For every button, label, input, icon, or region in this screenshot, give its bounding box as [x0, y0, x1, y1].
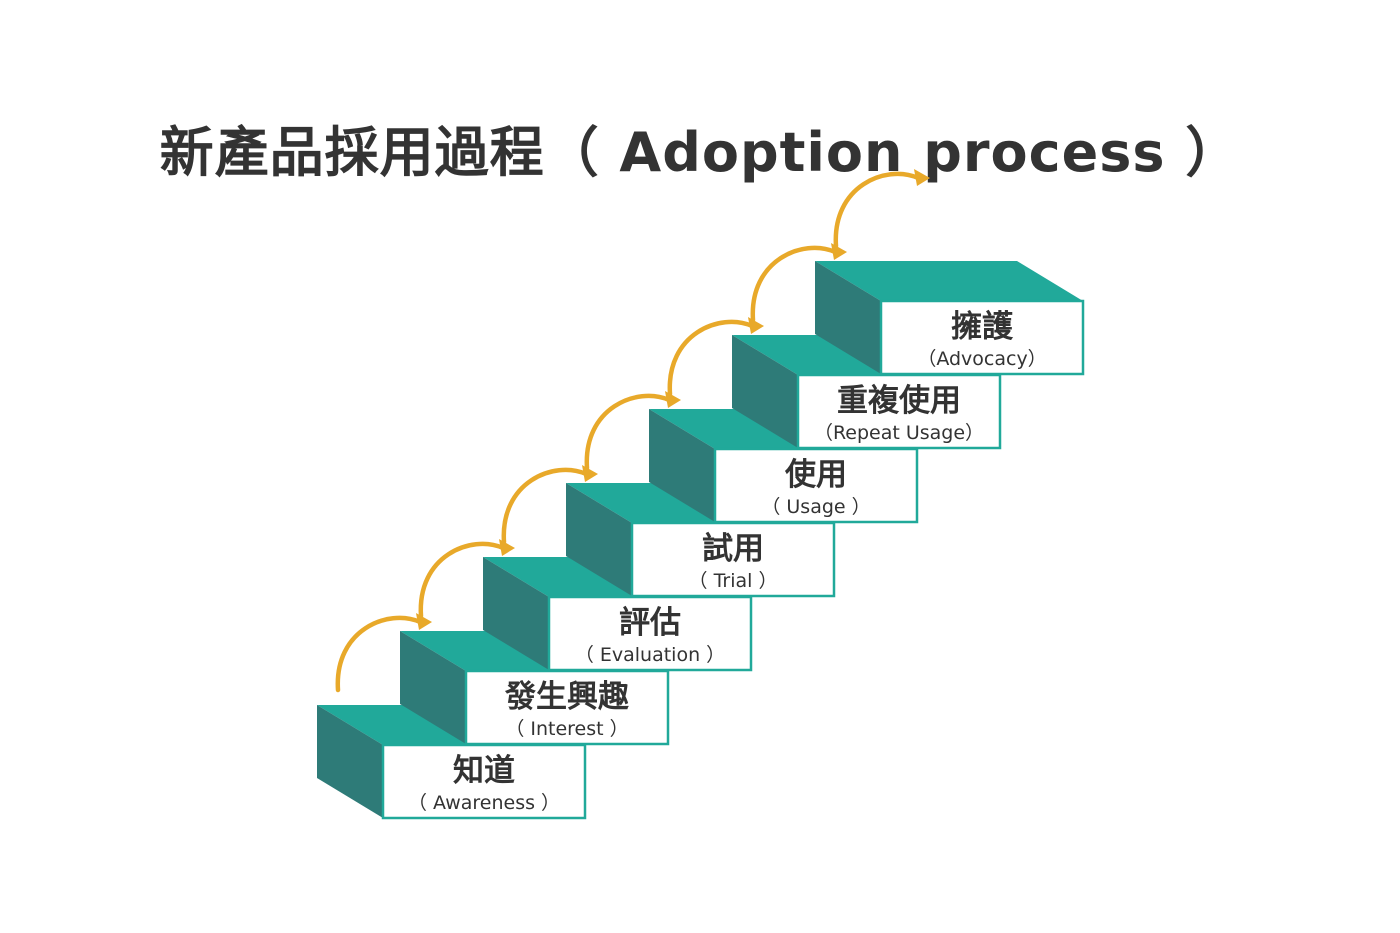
step-side-face	[483, 557, 549, 670]
step-label-en: （ Interest ）	[505, 718, 628, 740]
arrow-arc	[750, 245, 838, 323]
step-top-face	[815, 261, 1083, 301]
arrow-arc	[667, 319, 755, 397]
arrow-arc	[501, 467, 589, 545]
step-7: 擁護 （Advocacy）	[815, 261, 1085, 376]
step-6: 重複使用 （Repeat Usage）	[732, 335, 1002, 450]
arrow-arc	[335, 615, 423, 693]
arrows-layer	[335, 169, 930, 693]
step-label-en: （ Awareness ）	[408, 792, 560, 814]
step-label-zh: 重複使用	[837, 383, 961, 419]
step-label-en: （Repeat Usage）	[814, 422, 984, 444]
arrow-head-icon	[831, 243, 847, 260]
step-label-zh: 試用	[702, 531, 764, 567]
step-side-face	[815, 261, 881, 374]
step-label-zh: 使用	[784, 457, 847, 493]
step-label-zh: 評估	[619, 605, 681, 641]
arrow-head-icon	[665, 391, 681, 408]
step-front-face	[879, 299, 1085, 376]
diagram-title: 新產品採用過程（ Adoption process ）	[159, 121, 1241, 184]
arrow-head-icon	[499, 539, 515, 556]
step-side-face	[317, 705, 383, 818]
step-side-face	[566, 483, 632, 596]
arrow-arc	[833, 171, 921, 249]
arrow-arc	[418, 541, 506, 619]
step-side-face	[400, 631, 466, 744]
step-label-en: （ Usage ）	[761, 496, 870, 518]
step-label-en: （ Evaluation ）	[575, 644, 725, 666]
step-label-en: （ Trial ）	[689, 570, 778, 592]
step-label-zh: 擁護	[951, 309, 1014, 345]
step-front-face	[547, 595, 753, 672]
step-label-zh: 知道	[453, 753, 515, 789]
arrow-head-icon	[748, 317, 764, 334]
step-label-zh: 發生興趣	[504, 679, 629, 715]
arrow-head-icon	[582, 465, 598, 482]
step-side-face	[649, 409, 715, 522]
arrow-head-icon	[416, 613, 432, 630]
step-side-face	[732, 335, 798, 448]
step-front-face	[464, 669, 670, 746]
arrow-head-icon	[914, 169, 930, 186]
step-front-face	[796, 373, 1002, 450]
progress-arrow	[833, 169, 930, 249]
step-front-face	[381, 743, 587, 820]
arrow-arc	[584, 393, 672, 471]
step-label-en: （Advocacy）	[917, 348, 1046, 370]
steps-layer: 知道 （ Awareness ） 發生興趣 （ Interest ） 評估 （ Evalu…	[317, 261, 1085, 820]
